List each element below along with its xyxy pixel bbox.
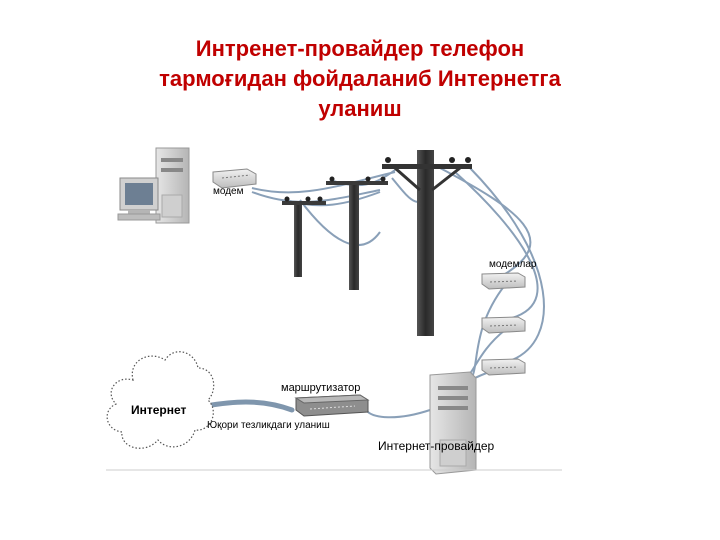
router: [294, 394, 370, 417]
provider-modem-3: [481, 358, 526, 376]
provider-modem-2: [481, 316, 526, 334]
title-line-1: Интренет-провайдер телефон: [195, 36, 525, 61]
slide-title: Интренет-провайдер телефон тармоғидан фо…: [0, 34, 720, 124]
title-line-3: уланиш: [318, 96, 402, 121]
modems-label: модемлар: [489, 259, 537, 270]
router-label: маршрутизатор: [281, 382, 361, 394]
title-line-2: тармоғидан фойдаланиб Интернетга: [159, 66, 561, 91]
high-speed-label: Юқори тезликдаги уланиш: [207, 420, 330, 431]
provider-modem-1: [481, 272, 526, 290]
high-speed-link: [202, 399, 295, 413]
pole-medium: [326, 176, 388, 290]
pole-large: [382, 150, 472, 336]
pole-small: [282, 196, 326, 277]
provider-label: Интернет-провайдер: [378, 439, 495, 453]
internet-cloud: [106, 351, 215, 449]
modem-label: модем: [213, 186, 244, 197]
user-computer: [117, 147, 190, 224]
user-modem: [212, 168, 257, 189]
provider-server: [429, 371, 477, 475]
internet-label: Интернет: [131, 403, 187, 417]
